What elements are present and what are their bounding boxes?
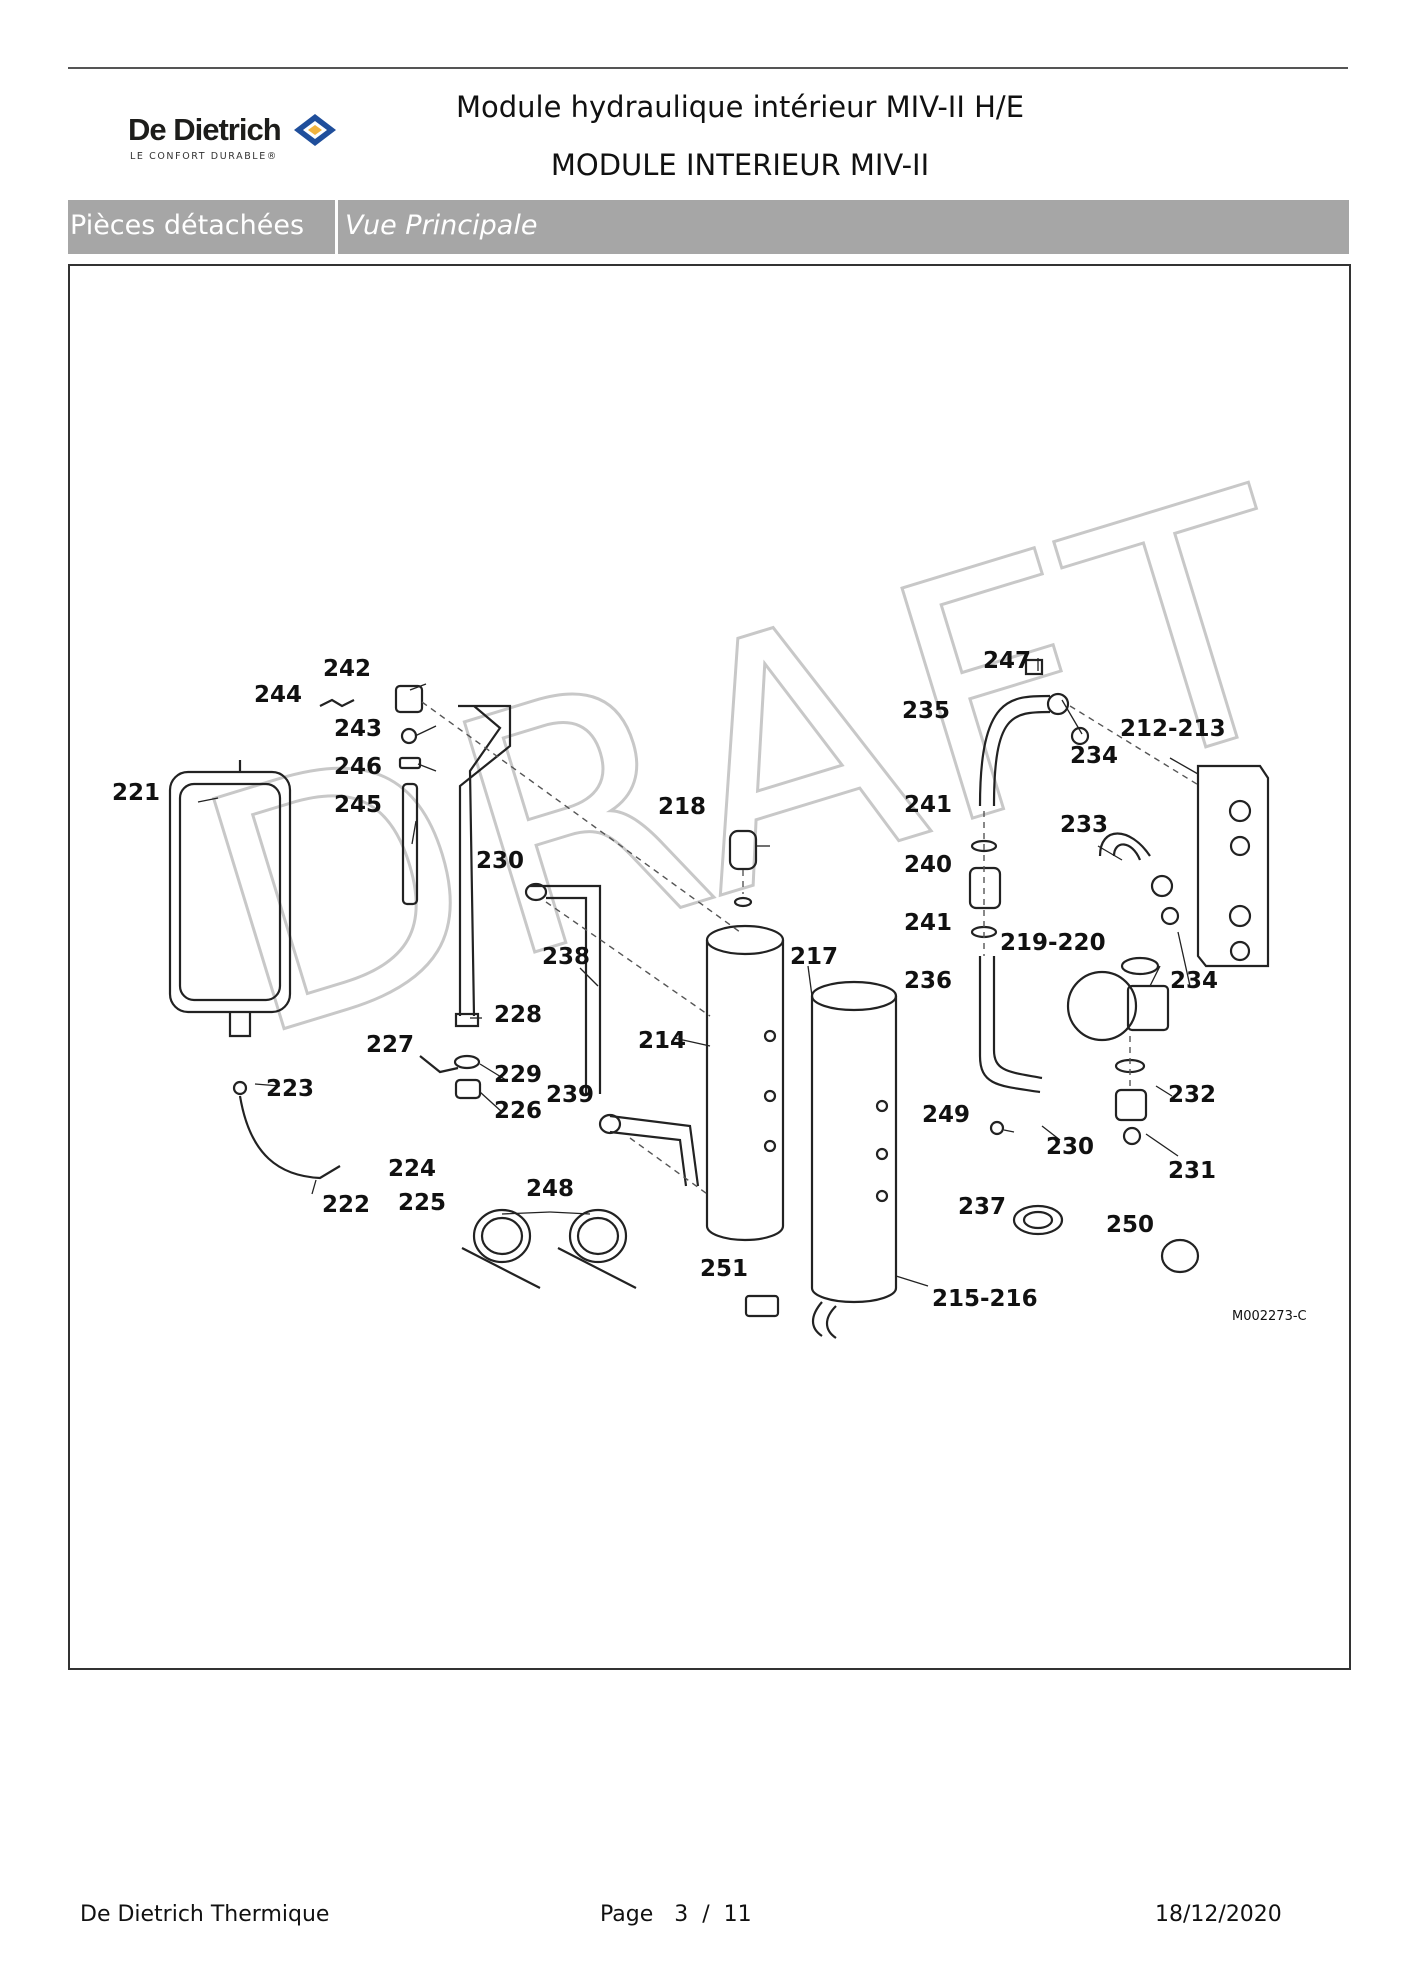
callout-label: 245 [334, 792, 382, 818]
footer-page-number: Page 3 / 11 [600, 1902, 752, 1927]
callout-label: 246 [334, 754, 382, 780]
callout-label: 217 [790, 944, 838, 970]
brand-logo: De Dietrich LE CONFORT DURABLE® [128, 112, 358, 166]
callout-label: 241 [904, 910, 952, 936]
section-bar: Pièces détachées Vue Principale [68, 200, 1349, 254]
section-divider [335, 200, 338, 254]
callout-label: 214 [638, 1028, 686, 1054]
callout-label: 234 [1070, 743, 1118, 769]
callout-label: 228 [494, 1002, 542, 1028]
callout-label: 224 [388, 1156, 436, 1182]
footer-date: 18/12/2020 [1155, 1902, 1282, 1927]
footer-company: De Dietrich Thermique [80, 1902, 330, 1927]
callout-label: 248 [526, 1176, 574, 1202]
callout-label: 251 [700, 1256, 748, 1282]
drawing-reference: M002273-C [1232, 1309, 1307, 1324]
gasket-part [1012, 1204, 1064, 1236]
callout-label: 237 [958, 1194, 1006, 1220]
callout-label: 244 [254, 682, 302, 708]
callout-label: 233 [1060, 812, 1108, 838]
cap-part [1160, 1238, 1200, 1274]
air-vent-part [728, 829, 758, 871]
callout-label: 212-213 [1120, 716, 1226, 742]
callout-label: 218 [658, 794, 706, 820]
document-title: Module hydraulique intérieur MIV-II H/E [455, 90, 1025, 124]
document-subtitle: MODULE INTERIEUR MIV-II [550, 148, 930, 182]
callout-label: 231 [1168, 1158, 1216, 1184]
callout-label: 230 [1046, 1134, 1094, 1160]
connector-part [744, 1294, 780, 1318]
plate-heat-exchanger-part [1196, 764, 1270, 968]
callout-label: 236 [904, 968, 952, 994]
callout-label: 223 [266, 1076, 314, 1102]
callout-label: 238 [542, 944, 590, 970]
pipe-236-part [978, 956, 1043, 1094]
exploded-view-diagram: DRAFT [112, 416, 1349, 1339]
safety-valve-stack-part [394, 684, 424, 906]
top-rule [68, 67, 1348, 69]
pipe-228-part [458, 704, 512, 1017]
diagram-frame: DRAFT [68, 264, 1351, 1670]
brand-name: De Dietrich [128, 112, 282, 147]
callout-label: 226 [494, 1098, 542, 1124]
callout-label: 219-220 [1000, 930, 1106, 956]
callout-label: 235 [902, 698, 950, 724]
section-label: Pièces détachées [70, 210, 305, 241]
callout-label: 232 [1168, 1082, 1216, 1108]
callout-label: 234 [1170, 968, 1218, 994]
callout-label: 227 [366, 1032, 414, 1058]
callout-label: 240 [904, 852, 952, 878]
callout-label: 241 [904, 792, 952, 818]
pipe-238-part [530, 884, 602, 1094]
circulator-pump-part [1066, 956, 1170, 1042]
clip-part [319, 698, 355, 708]
callout-label: 239 [546, 1082, 594, 1108]
flow-sensor-part [968, 866, 1002, 910]
expansion-vessel-part [168, 760, 292, 1038]
flexible-hose-part [238, 1095, 341, 1180]
callout-label: 250 [1106, 1212, 1154, 1238]
pipe-239-part [609, 1114, 700, 1187]
callout-label: 229 [494, 1062, 542, 1088]
callout-label: 242 [323, 656, 371, 682]
brand-tagline: LE CONFORT DURABLE® [130, 151, 278, 162]
callout-label: 243 [334, 716, 382, 742]
callout-label: 221 [112, 780, 160, 806]
callout-label: 249 [922, 1102, 970, 1128]
callout-label: 230 [476, 848, 524, 874]
pipe-235-part [978, 694, 1051, 807]
callout-label: 222 [322, 1192, 370, 1218]
sensor-coils-part [461, 1208, 637, 1289]
callout-label: 215-216 [932, 1286, 1038, 1312]
callout-label: 247 [983, 648, 1031, 674]
cylinder-215-part [810, 980, 898, 1339]
cylinder-214-part [705, 924, 785, 1242]
callout-label: 225 [398, 1190, 446, 1216]
view-name: Vue Principale [345, 210, 538, 241]
diamond-logo-icon [294, 114, 336, 146]
